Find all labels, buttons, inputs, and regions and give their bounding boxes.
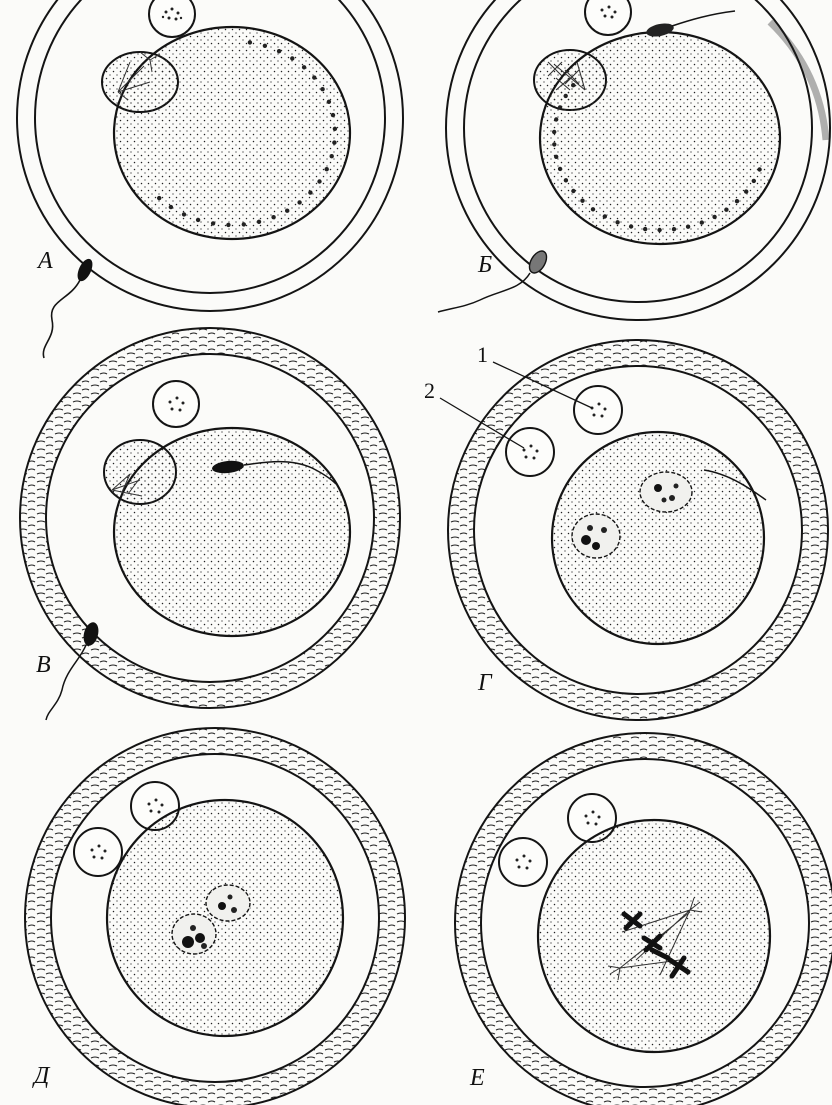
cortical-granule	[333, 127, 337, 131]
second-polar-body	[506, 428, 554, 476]
panel-v: В	[20, 328, 400, 720]
zygote-cytoplasm	[538, 820, 770, 1052]
cortical-granule	[629, 224, 633, 228]
cortical-granule	[554, 155, 558, 159]
polar-body	[153, 381, 199, 427]
panel-label-e: Е	[469, 1065, 485, 1091]
cortical-granule	[331, 113, 335, 117]
cortical-granule	[603, 214, 607, 218]
cortical-granule	[752, 179, 756, 183]
male-pronucleus	[206, 885, 250, 921]
cortical-granule	[735, 199, 739, 203]
sperm-head	[526, 248, 550, 276]
cortical-granule	[157, 196, 161, 200]
cortical-granule	[724, 208, 728, 212]
cortical-granule	[332, 140, 336, 144]
cortical-granule	[327, 100, 331, 104]
cortical-granule	[271, 215, 275, 219]
cortical-granule	[558, 105, 562, 109]
panel-label-d: Д	[32, 1063, 51, 1089]
cortical-granule	[330, 154, 334, 158]
panel-label-a: А	[36, 248, 53, 274]
cortical-granule	[571, 83, 575, 87]
sperm-tail	[43, 280, 80, 358]
cortical-granule	[552, 130, 556, 134]
panel-label-v: В	[36, 652, 51, 678]
cortical-granule	[564, 94, 568, 98]
cortical-granule	[297, 200, 301, 204]
cortical-granule	[552, 142, 556, 146]
cortical-granule	[290, 56, 294, 60]
panel-b: Б	[438, 0, 830, 320]
cortical-granule	[196, 218, 200, 222]
cortical-granule	[226, 223, 230, 227]
panel-label-b: Б	[477, 252, 492, 278]
cortical-granule	[308, 190, 312, 194]
panel-a: А	[17, 0, 403, 358]
cortical-granule	[317, 179, 321, 183]
cortical-granule	[580, 199, 584, 203]
male-pronucleus	[640, 472, 692, 512]
cortical-granule	[263, 44, 267, 48]
cortical-granule	[700, 220, 704, 224]
cortical-granule	[672, 227, 676, 231]
cortical-granule	[182, 212, 186, 216]
panel-d: Д	[25, 728, 405, 1105]
cortical-granule	[554, 117, 558, 121]
second-polar-body	[74, 828, 122, 876]
cortical-granule	[571, 189, 575, 193]
panel-label-g: Г	[477, 670, 493, 696]
first-polar-body	[574, 386, 622, 434]
cortical-granule	[757, 167, 761, 171]
cortical-granule	[257, 220, 261, 224]
sperm-cell	[438, 248, 550, 312]
callout-label-1: 1	[477, 342, 488, 367]
female-pronucleus	[172, 914, 216, 954]
cortical-granule	[686, 225, 690, 229]
cortical-granule	[657, 228, 661, 232]
cortical-granule	[643, 227, 647, 231]
sperm-tail	[46, 645, 86, 720]
callout-label-2: 2	[424, 378, 435, 403]
second-polar-body	[499, 838, 547, 886]
cortical-granule	[591, 207, 595, 211]
cortical-granule	[285, 209, 289, 213]
oocyte-cytoplasm	[540, 32, 780, 244]
cortical-granule	[169, 205, 173, 209]
oocyte-cytoplasm	[114, 27, 350, 239]
cortical-granule	[277, 49, 281, 53]
cortical-granule	[211, 221, 215, 225]
cortical-granule	[615, 220, 619, 224]
oocyte-cytoplasm	[114, 428, 350, 636]
cortical-granule	[312, 75, 316, 79]
cortical-granule	[558, 167, 562, 171]
female-pronucleus	[572, 514, 620, 558]
cortical-granule	[744, 189, 748, 193]
sperm-tail	[438, 273, 530, 312]
polar-body	[149, 0, 195, 37]
panel-g: 1 2 Г	[424, 340, 828, 720]
cortical-granule	[325, 167, 329, 171]
cortical-granule	[242, 222, 246, 226]
cortical-granule	[302, 65, 306, 69]
cortical-granule	[248, 40, 252, 44]
cortical-granule	[564, 178, 568, 182]
cortical-granule	[712, 215, 716, 219]
sperm-tail	[672, 11, 735, 26]
panel-e: Е	[455, 733, 832, 1105]
polar-body	[585, 0, 631, 35]
cortical-granule	[320, 87, 324, 91]
